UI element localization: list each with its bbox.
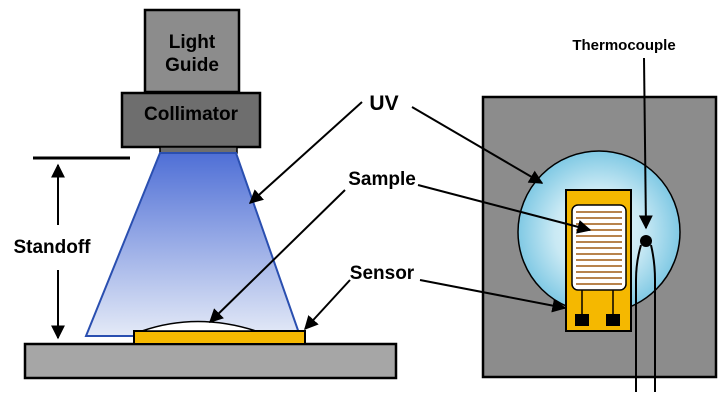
- sample-side: [141, 320, 257, 332]
- thermocouple-label: Thermocouple: [572, 37, 675, 54]
- standoff-label: Standoff: [13, 237, 91, 258]
- light-guide-box: [143, 8, 241, 94]
- sensor-arrow-to-side: [304, 279, 351, 331]
- sensor-arrow-to-top: [419, 279, 567, 313]
- uv-beam-cone: [84, 152, 302, 337]
- sample-label: Sample: [348, 169, 416, 190]
- uv-label: UV: [369, 92, 398, 115]
- sensor-pad-right: [606, 314, 620, 326]
- sensor-pad-left: [575, 314, 589, 326]
- sensor-label: Sensor: [350, 263, 415, 284]
- sample-arrow-to-side: [208, 189, 346, 323]
- uv-arrow-to-beam: [248, 101, 363, 204]
- thermocouple-pointer: [638, 57, 653, 230]
- sensor-side: [133, 330, 306, 345]
- thermocouple: [635, 235, 656, 392]
- sample-arrow-to-top: [417, 184, 592, 234]
- light-guide-label-line1: Light: [169, 32, 216, 53]
- base-plate: [23, 342, 398, 380]
- collimator-label: Collimator: [144, 104, 239, 125]
- collimator-box: [120, 91, 262, 149]
- uv-arrow-to-spot: [411, 106, 544, 184]
- light-guide-label-line2: Guide: [165, 55, 219, 76]
- sample-top: [571, 204, 627, 291]
